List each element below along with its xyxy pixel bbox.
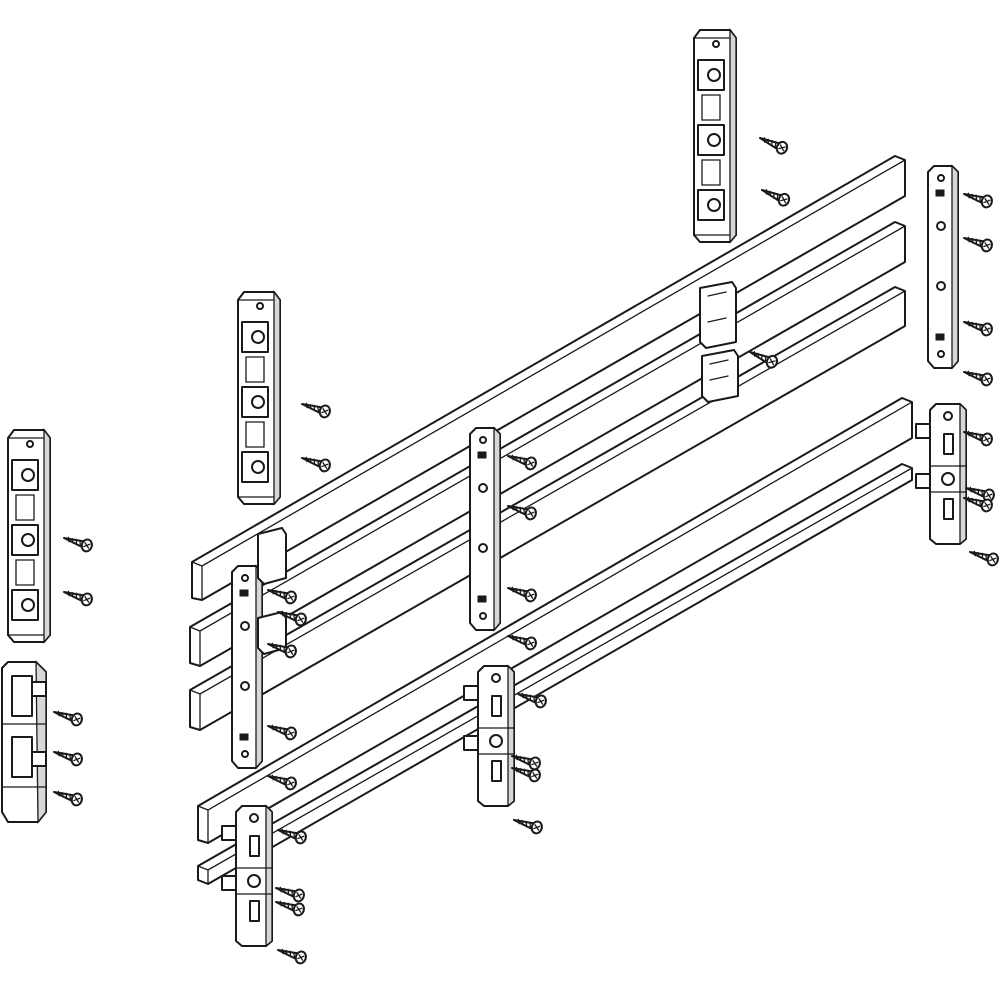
bar-connector-left-upper <box>257 527 287 585</box>
support-block-top <box>693 29 737 243</box>
end-clip-left <box>1 660 47 824</box>
holder-bracket-left <box>231 565 263 769</box>
busbar-top-1 <box>191 155 906 601</box>
holder-bracket-center <box>469 427 501 631</box>
bar-connector-mid-upper <box>699 281 737 349</box>
busbar-top-2 <box>189 221 906 667</box>
busbar-bottom-1 <box>197 397 913 844</box>
end-clip-bottom <box>221 805 273 947</box>
support-block-left <box>7 429 51 643</box>
end-clip-right <box>915 403 967 545</box>
holder-bracket-right <box>927 165 959 369</box>
support-block-mid <box>237 291 281 505</box>
busbar-bottom-2 <box>197 463 913 885</box>
end-clip-center <box>463 665 515 807</box>
bar-connector-mid-lower <box>701 349 739 403</box>
